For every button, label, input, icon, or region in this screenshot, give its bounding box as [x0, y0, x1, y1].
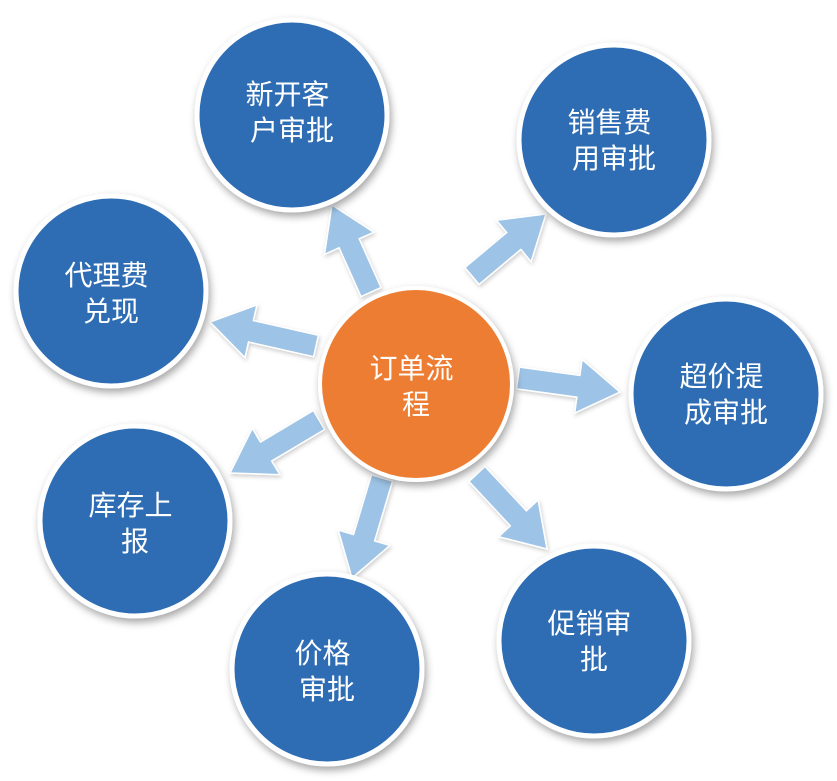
node-sales-expense-approval: 销售费 用审批	[516, 42, 712, 238]
node-label-line-2: 成审批	[684, 396, 768, 429]
arrow-to-price-approval	[337, 473, 394, 580]
node-label-line-1: 新开客	[246, 78, 330, 111]
node-circle	[229, 571, 425, 767]
node-label-line-1: 超价提	[680, 360, 764, 393]
node-over-price-commission-approval: 超价提 成审批	[628, 296, 824, 492]
node-circle	[628, 296, 824, 492]
node-label: 促销审 批	[548, 607, 641, 676]
arrow-to-inventory-report	[228, 409, 326, 476]
node-label-line-2: 户审批	[250, 114, 334, 147]
arrow-to-sales-expense-approval	[463, 213, 548, 286]
node-label-line-1: 代理费	[65, 259, 149, 292]
node-circle	[516, 42, 712, 238]
node-agency-fee-payout: 代理费 兑现	[13, 193, 209, 389]
node-label: 代理费 兑现	[65, 259, 158, 328]
node-circle	[37, 423, 233, 619]
node-label-line-2: 报	[121, 525, 149, 558]
center-node-order-process: 订单流 程	[318, 286, 514, 482]
node-label-line-1: 价格	[295, 637, 351, 670]
node-label-line-2: 兑现	[83, 295, 139, 328]
node-promotion-approval: 促销审 批	[496, 543, 692, 739]
node-label-line-2: 用审批	[572, 142, 656, 175]
node-label-line-2: 批	[580, 643, 608, 676]
center-label-line-1: 订单流	[370, 352, 454, 385]
center-label-line-2: 程	[402, 388, 430, 421]
node-label-line-1: 库存上	[89, 489, 173, 522]
node-new-customer-approval: 新开客 户审批	[194, 17, 390, 213]
node-label-line-1: 销售费	[568, 106, 652, 139]
node-label-line-1: 促销审	[548, 607, 632, 640]
arrows-layer	[208, 203, 622, 580]
node-circle	[496, 543, 692, 739]
center-circle	[318, 286, 514, 482]
node-label: 销售费 用审批	[568, 106, 661, 175]
node-label: 新开客 户审批	[246, 78, 339, 147]
node-circle	[13, 193, 209, 389]
node-inventory-report: 库存上 报	[37, 423, 233, 619]
node-label: 价格 审批	[295, 637, 360, 706]
arrow-to-over-price-commission-approval	[515, 358, 622, 415]
arrow-to-agency-fee-payout	[208, 303, 320, 360]
node-label-line-2: 审批	[299, 673, 355, 706]
arrow-to-promotion-approval	[467, 465, 548, 551]
node-label: 超价提 成审批	[680, 360, 773, 429]
node-label: 库存上 报	[89, 489, 182, 558]
node-price-approval: 价格 审批	[229, 571, 425, 767]
center-label: 订单流 程	[370, 352, 463, 421]
node-circle	[194, 17, 390, 213]
arrow-to-new-customer-approval	[323, 203, 382, 298]
